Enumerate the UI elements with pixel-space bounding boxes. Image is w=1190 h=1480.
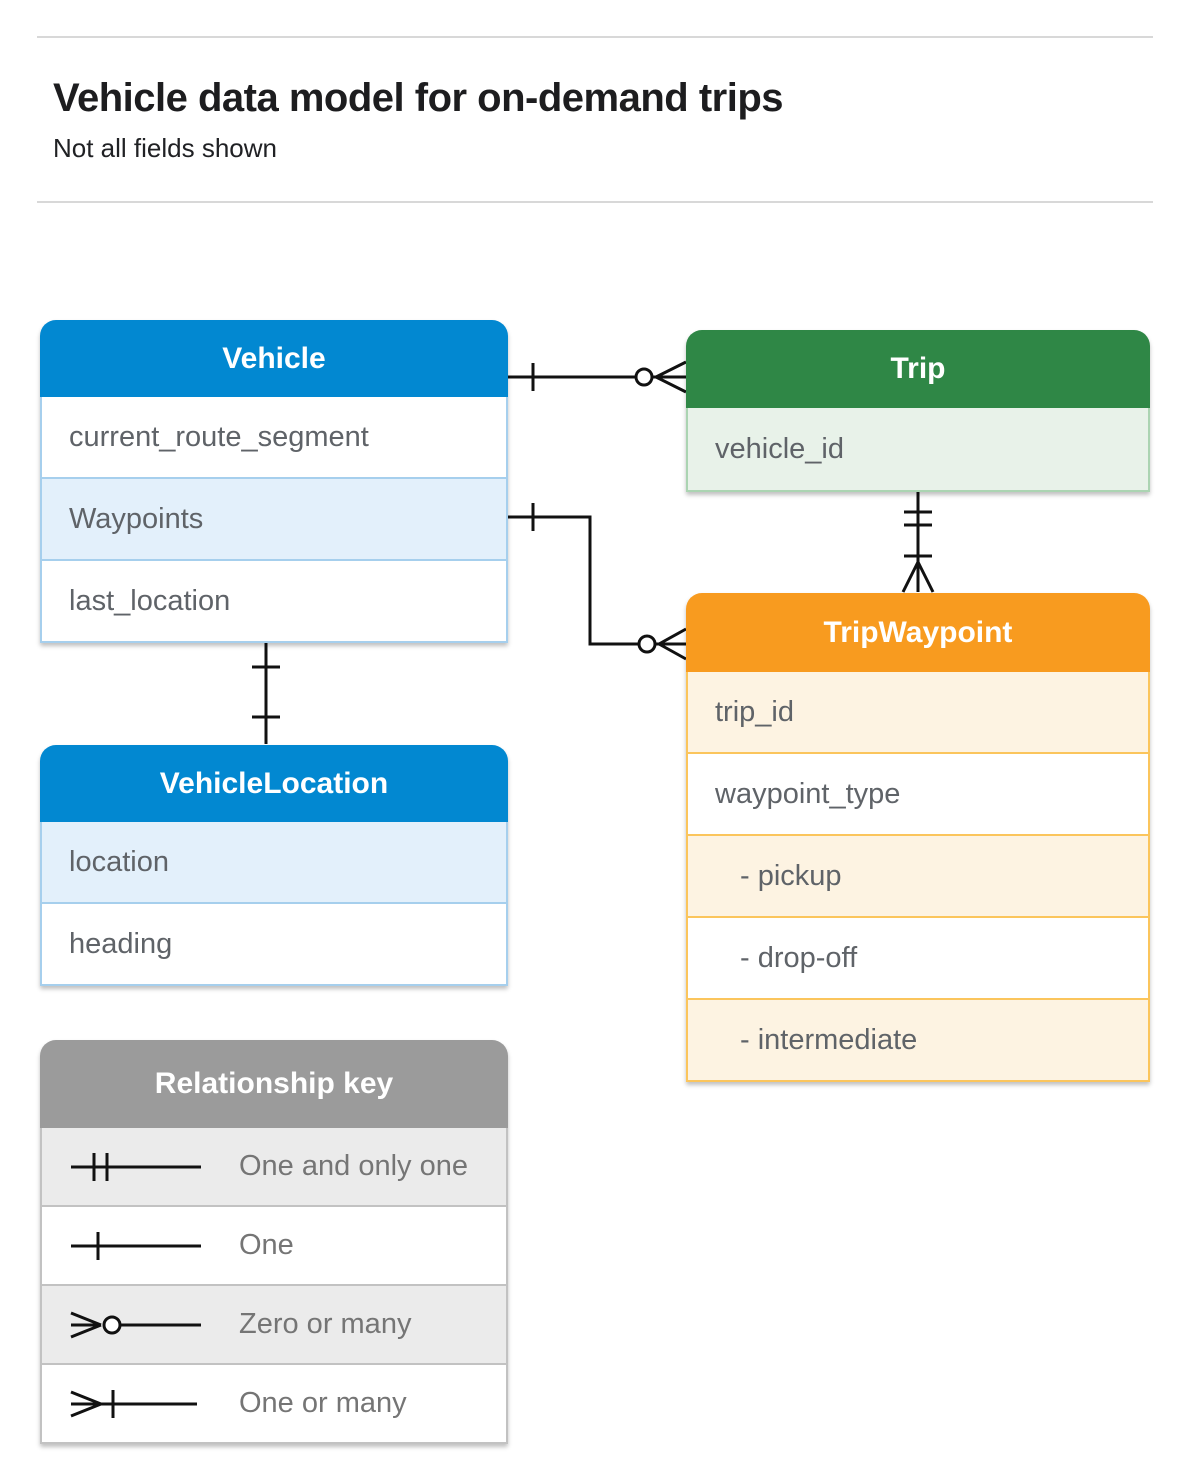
trip-table-header: Trip [686, 330, 1150, 408]
trip-waypoint-table-header: TripWaypoint [686, 593, 1150, 672]
vehicle-location-table-header: VehicleLocation [40, 745, 508, 822]
trip-waypoint-value-drop-off: - drop-off [688, 916, 1148, 998]
top-divider [37, 36, 1153, 38]
legend-label: One or many [239, 1387, 407, 1419]
relationship-key-header: Relationship key [40, 1040, 508, 1128]
vehicle-location-field-heading: heading [42, 902, 506, 984]
vehicle-waypoints-tripwaypoint-connector [508, 503, 687, 661]
page-title: Vehicle data model for on-demand trips [53, 76, 784, 120]
legend-row-one: One [42, 1205, 506, 1284]
trip-table: Trip vehicle_id [686, 330, 1150, 492]
title-divider [37, 201, 1153, 203]
vehicle-vehiclelocation-connector [252, 637, 280, 744]
trip-waypoint-field-trip-id: trip_id [688, 672, 1148, 752]
vehicle-trip-connector [508, 360, 687, 394]
vehicle-table-header: Vehicle [40, 320, 508, 397]
zero-or-many-icon [70, 1311, 201, 1338]
page-subtitle: Not all fields shown [53, 133, 277, 163]
legend-row-one-or-many: One or many [42, 1363, 506, 1442]
one-icon [71, 1231, 201, 1260]
vehicle-field-current-route-segment: current_route_segment [69, 420, 369, 453]
trip-waypoint-value-pickup: - pickup [688, 834, 1148, 916]
vehicle-location-table: VehicleLocation location heading [40, 745, 508, 986]
legend-label: Zero or many [239, 1308, 412, 1340]
trip-tripwaypoint-connector [901, 492, 935, 593]
relationship-key: Relationship key One and only one One [40, 1040, 508, 1444]
one-and-only-one-icon [71, 1152, 201, 1181]
legend-label: One and only one [239, 1150, 468, 1182]
trip-waypoint-table: TripWaypoint trip_id waypoint_type - pic… [686, 593, 1150, 1082]
trip-waypoint-field-waypoint-type: waypoint_type [688, 752, 1148, 834]
vehicle-field-last-location: last_location [42, 559, 506, 641]
legend-row-zero-or-many: Zero or many [42, 1284, 506, 1363]
one-or-many-icon [70, 1389, 197, 1418]
trip-waypoint-value-intermediate: - intermediate [688, 998, 1148, 1080]
legend-label: One [239, 1229, 294, 1261]
trip-field-vehicle-id: vehicle_id [688, 408, 1148, 490]
legend-row-one-and-only-one: One and only one [42, 1128, 506, 1205]
vehicle-table: Vehicle current_route_segment Waypoints … [40, 320, 508, 643]
vehicle-location-field-location: location [42, 822, 506, 902]
vehicle-field-waypoints: Waypoints [42, 477, 506, 559]
